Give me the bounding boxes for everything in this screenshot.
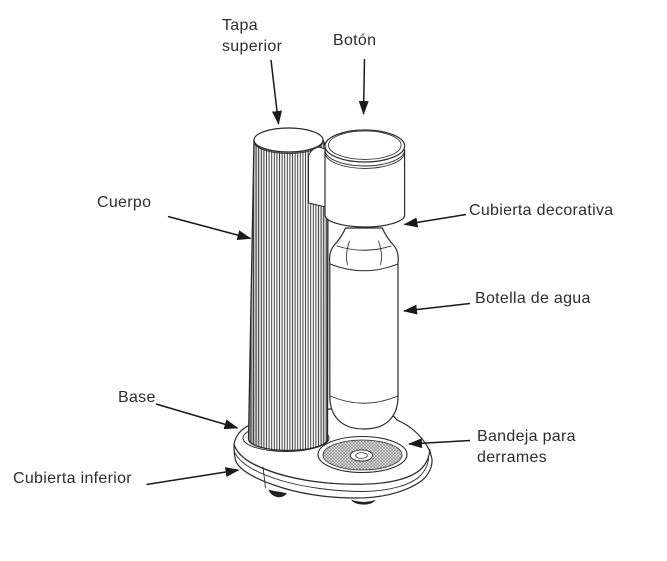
spill-tray-drawing [317, 435, 408, 474]
arrow-cuerpo [167, 215, 252, 240]
base-foot-left [268, 489, 287, 498]
body-drawing [247, 127, 329, 452]
label-boton: Botón [333, 32, 377, 49]
button-drawing [324, 129, 406, 228]
base-seam-line [234, 451, 430, 492]
arrow-tapa-superior [270, 59, 282, 125]
decorative-cover-drawing [324, 149, 406, 228]
bottle-drawing [328, 227, 399, 430]
base-foot-front [351, 499, 376, 505]
base-wall-joint [262, 466, 266, 489]
arrow-base [155, 403, 239, 430]
label-cubierta-inferior: Cubierta inferior [13, 470, 132, 487]
top-lid-drawing [253, 127, 324, 154]
label-bandeja-para-derrames: Bandeja para derrames [477, 428, 576, 466]
arrow-botella-de-agua [403, 302, 471, 315]
arrow-cubierta-decorativa [403, 213, 467, 228]
arrow-bandeja-para-derrames [408, 438, 471, 449]
arrow-boton [358, 58, 369, 115]
label-base: Base [118, 389, 156, 406]
label-cubierta-decorativa: Cubierta decorativa [469, 202, 614, 219]
label-botella-de-agua: Botella de agua [475, 290, 591, 307]
label-cuerpo: Cuerpo [97, 194, 152, 211]
label-tapa-superior: Tapa superior [222, 17, 283, 55]
arrow-cubierta-inferior [146, 467, 240, 486]
